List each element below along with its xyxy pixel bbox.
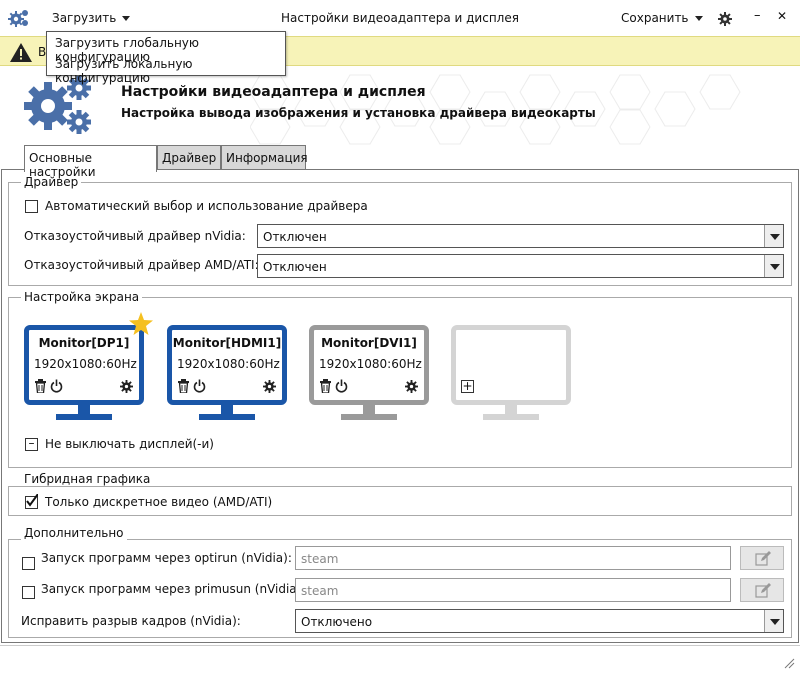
- power-icon[interactable]: [335, 379, 348, 393]
- load-dropdown-menu: Загрузить глобальную конфигурацию Загруз…: [46, 31, 286, 85]
- screen-group-label: Настройка экрана: [21, 290, 143, 304]
- amd-driver-label: Отказоустойчивый драйвер AMD/ATI:: [24, 258, 259, 272]
- pencil-edit-icon: [755, 583, 771, 598]
- extra-group: [8, 539, 792, 638]
- discrete-video-checkbox[interactable]: [25, 494, 38, 509]
- tearing-value: Отключено: [301, 615, 373, 629]
- monitor-mode: 1920x1080:60Hz: [34, 357, 137, 371]
- monitor-base: [199, 414, 255, 420]
- monitor-stand: [221, 405, 233, 415]
- hybrid-group: [8, 486, 792, 516]
- monitor-base: [341, 414, 397, 420]
- title-bar: Загрузить Настройки видеоадаптера и дисп…: [0, 0, 800, 36]
- warning-text: В: [38, 45, 47, 59]
- window-title: Настройки видеоадаптера и дисплея: [281, 11, 519, 25]
- chevron-down-icon: [694, 16, 703, 21]
- add-monitor-icon[interactable]: +: [461, 379, 474, 393]
- screen-group: [8, 297, 792, 468]
- tab-driver[interactable]: Драйвер: [157, 145, 221, 170]
- monitor-stand: [363, 405, 375, 415]
- monitor-name: Monitor[DVI1]: [321, 336, 417, 350]
- power-icon[interactable]: [50, 379, 63, 393]
- chevron-down-icon: [764, 610, 783, 632]
- settings-gear-icon[interactable]: [718, 12, 732, 26]
- header-gears-icon: [24, 76, 91, 134]
- monitor-mode: 1920x1080:60Hz: [177, 357, 280, 371]
- trash-icon[interactable]: [319, 379, 332, 393]
- monitor-settings-gear-icon[interactable]: [120, 380, 133, 393]
- status-bar: [0, 645, 800, 674]
- keep-display-on-checkbox[interactable]: –: [25, 437, 38, 451]
- primary-star-icon: [129, 312, 153, 335]
- discrete-video-label: Только дискретное видео (AMD/ATI): [45, 495, 273, 509]
- amd-driver-select[interactable]: Отключен: [257, 254, 784, 278]
- driver-group: [8, 182, 792, 286]
- minimize-button[interactable]: –: [754, 8, 761, 23]
- auto-driver-label: Автоматический выбор и использование дра…: [45, 199, 368, 213]
- resize-grip-icon[interactable]: [783, 657, 795, 669]
- trash-icon[interactable]: [177, 379, 190, 393]
- save-menu-button[interactable]: Сохранить: [621, 11, 703, 25]
- close-button[interactable]: ✕: [777, 9, 788, 23]
- monitor-settings-gear-icon[interactable]: [405, 380, 418, 393]
- optirun-checkbox[interactable]: [22, 557, 35, 570]
- monitor-base: [56, 414, 112, 420]
- primusun-edit-button[interactable]: [740, 578, 784, 602]
- nvidia-driver-label: Отказоустойчивый драйвер nVidia:: [24, 229, 246, 243]
- monitor-stand: [78, 405, 90, 415]
- optirun-edit-button[interactable]: [740, 546, 784, 570]
- chevron-down-icon: [764, 225, 783, 247]
- extra-group-label: Дополнительно: [21, 526, 127, 540]
- warning-icon: [10, 43, 32, 62]
- monitor-name: Monitor[DP1]: [38, 336, 130, 350]
- header-hex-pattern: [250, 74, 741, 145]
- add-monitor-slot[interactable]: [451, 325, 571, 405]
- load-menu-label: Загрузить: [52, 11, 117, 25]
- tab-information[interactable]: Информация: [221, 145, 308, 170]
- menu-item-load-local[interactable]: Загрузить локальную конфигурацию: [55, 57, 193, 85]
- header-subtitle: Настройка вывода изображения и установка…: [121, 106, 596, 120]
- optirun-label: Запуск программ через optirun (nVidia):: [41, 551, 292, 565]
- save-menu-label: Сохранить: [621, 11, 689, 25]
- add-monitor-stand: [505, 405, 517, 415]
- monitor-mode: 1920x1080:60Hz: [319, 357, 422, 371]
- monitor-name: Monitor[HDMI1]: [172, 336, 282, 350]
- primusun-input[interactable]: steam: [295, 578, 731, 602]
- driver-group-label: Драйвер: [21, 175, 82, 189]
- chevron-down-icon: [764, 255, 783, 277]
- power-icon[interactable]: [193, 379, 206, 393]
- hybrid-group-label: Гибридная графика: [21, 472, 154, 486]
- keep-display-on-label: Не выключать дисплей(-и): [45, 437, 214, 451]
- header-title: Настройки видеоадаптера и дисплея: [121, 84, 426, 100]
- load-menu-button[interactable]: Загрузить: [52, 11, 131, 25]
- add-monitor-base: [483, 414, 539, 420]
- app-gears-icon: [8, 10, 28, 27]
- pencil-edit-icon: [755, 551, 771, 566]
- auto-driver-checkbox[interactable]: [25, 200, 38, 213]
- monitor-screen: [309, 325, 429, 405]
- tearing-label: Исправить разрыв кадров (nVidia):: [21, 614, 241, 628]
- tab-main-settings[interactable]: Основные настройки: [24, 145, 157, 179]
- tearing-select[interactable]: Отключено: [295, 609, 784, 633]
- chevron-down-icon: [122, 16, 131, 21]
- optirun-input[interactable]: steam: [295, 546, 731, 570]
- checkmark-icon: [26, 494, 38, 507]
- amd-driver-value: Отключен: [263, 260, 327, 274]
- primusun-checkbox[interactable]: [22, 586, 35, 599]
- primusun-label: Запуск программ через primusun (nVidia):: [41, 582, 306, 596]
- nvidia-driver-select[interactable]: Отключен: [257, 224, 784, 248]
- menu-item-load-global[interactable]: Загрузить глобальную конфигурацию: [55, 36, 199, 64]
- monitor-settings-gear-icon[interactable]: [263, 380, 276, 393]
- trash-icon[interactable]: [34, 379, 47, 393]
- nvidia-driver-value: Отключен: [263, 230, 327, 244]
